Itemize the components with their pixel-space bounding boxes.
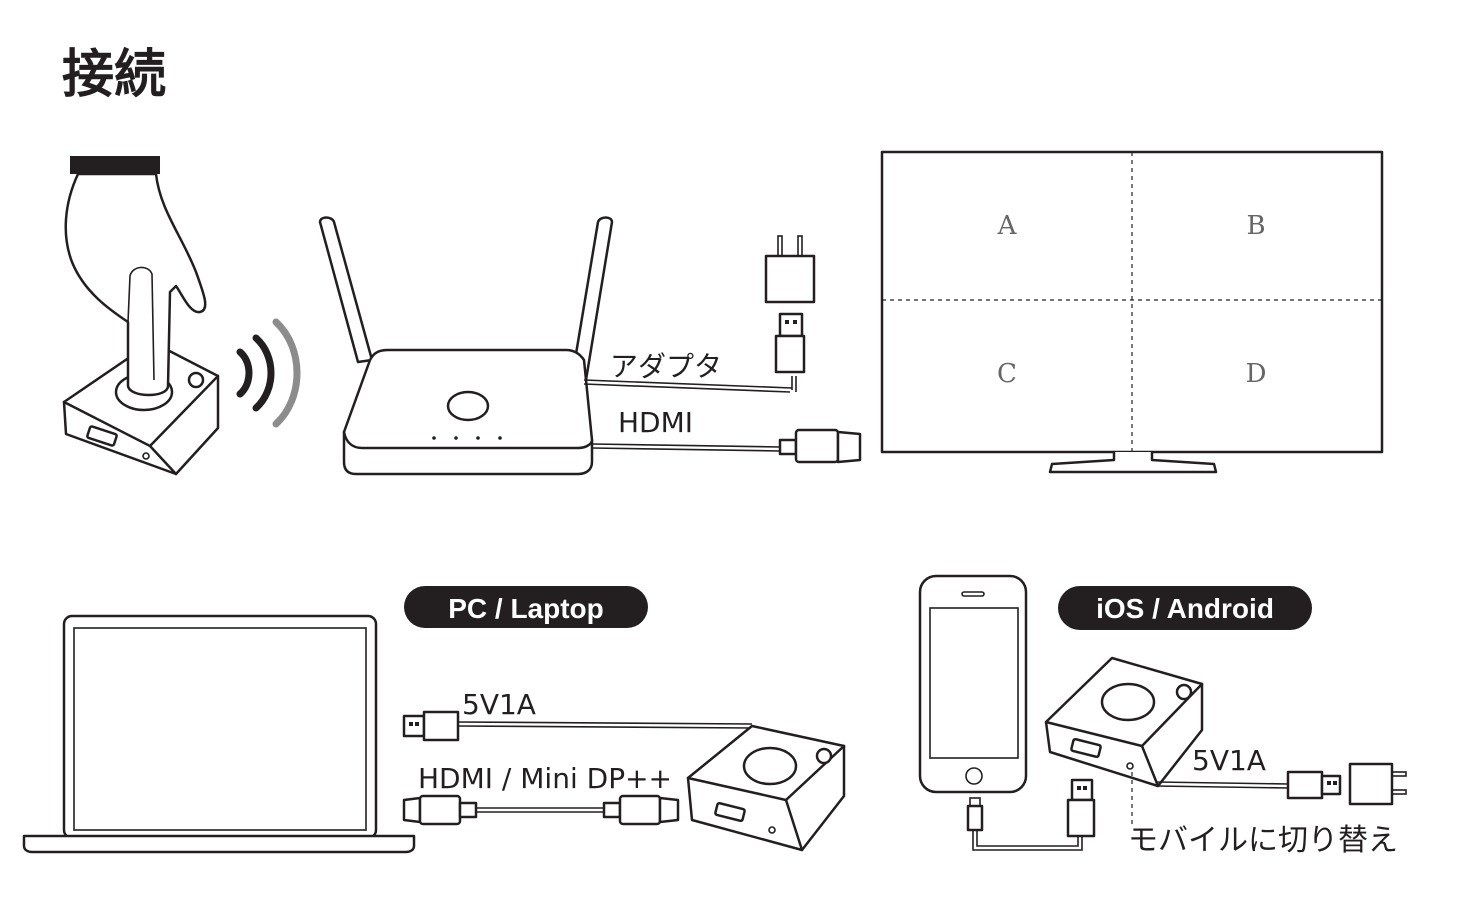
hand-pointer-icon: [64, 156, 207, 397]
smartphone-icon: [918, 574, 1028, 794]
router-icon: [318, 216, 614, 476]
quadrant-b: B: [1246, 211, 1265, 241]
quadrant-d: D: [1246, 359, 1267, 389]
hdmi-label: HDMI: [618, 406, 693, 439]
usb-plug-icon: [1286, 770, 1342, 800]
transmitter-icon: [1044, 656, 1204, 788]
usb-plug-icon: [774, 312, 806, 374]
usb-plug-icon: [1066, 778, 1096, 838]
hdmi-plug-icon: [402, 794, 478, 826]
power-adapter-icon: [1348, 762, 1407, 806]
quadrant-c: C: [997, 359, 1017, 389]
laptop-icon: [22, 614, 416, 854]
usb-plug-icon: [402, 710, 460, 742]
quadrant-a: A: [997, 211, 1018, 241]
hdmi-plug-icon: [602, 794, 680, 826]
wifi-signal-icon: [236, 318, 301, 428]
transmitter-icon: [686, 724, 846, 852]
pc-power-label: 5V1A: [462, 688, 536, 721]
badge-pc: PC / Laptop: [404, 586, 648, 628]
mobile-switch-label: モバイルに切り替え: [1128, 823, 1398, 858]
mobile-power-label: 5V1A: [1192, 744, 1266, 777]
hdmi-plug-icon: [778, 428, 862, 464]
power-adapter-icon: [764, 235, 816, 304]
badge-pc-label: PC / Laptop: [448, 593, 604, 624]
adapter-label: アダプタ: [610, 350, 722, 383]
badge-mobile: iOS / Android: [1058, 586, 1312, 630]
badge-mobile-label: iOS / Android: [1096, 593, 1274, 624]
pc-video-label: HDMI / Mini DP++: [418, 762, 672, 795]
page-title: 接続: [62, 45, 166, 105]
tv-display-icon: [880, 150, 1384, 474]
